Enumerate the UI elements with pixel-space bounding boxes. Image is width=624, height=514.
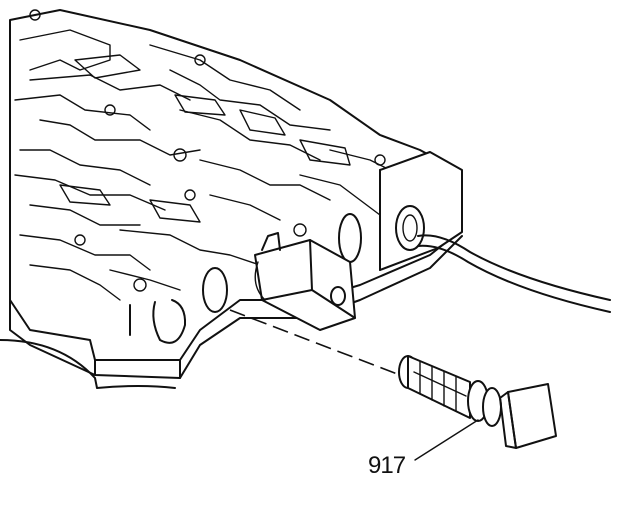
mounted-solenoid	[254, 232, 356, 331]
valve-body-casting	[0, 9, 463, 389]
filter-screen-part	[398, 355, 557, 449]
callout-leader-line	[414, 419, 479, 461]
alignment-line	[229, 309, 401, 376]
part-number-label: 917	[368, 452, 406, 479]
wire-harness	[417, 234, 611, 313]
